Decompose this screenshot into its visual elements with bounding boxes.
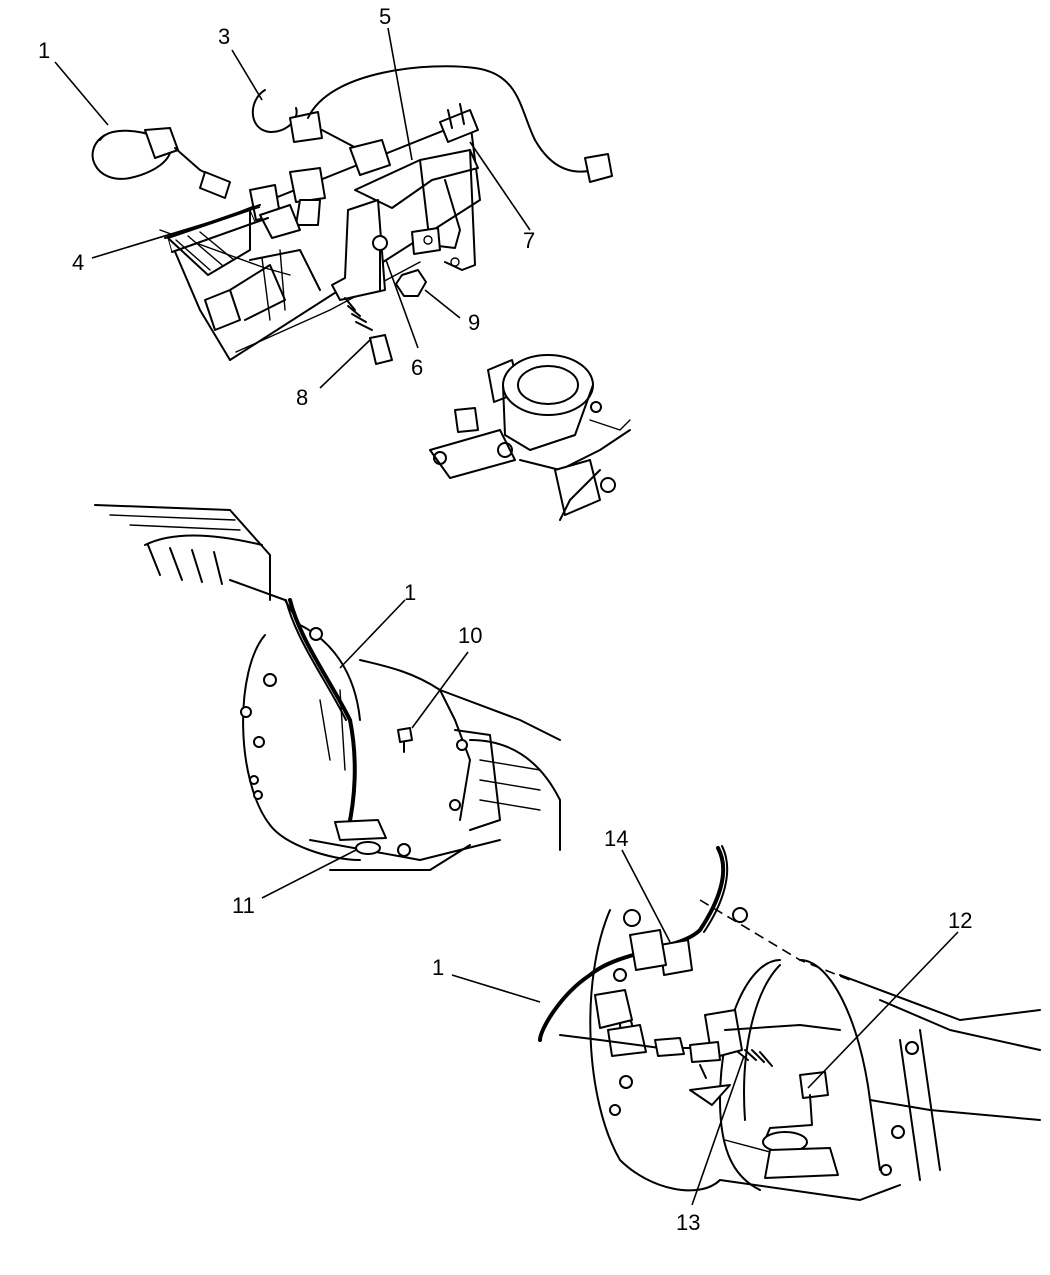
engine-throttle-cable-assembly [91,65,631,521]
throttle-body [429,354,631,521]
callout-11: 11 [232,893,255,918]
callout-labels: 1 3 5 7 4 9 6 8 1 10 11 14 12 1 13 [38,4,972,1235]
callout-8: 8 [296,385,308,410]
callout-1-bottom: 1 [432,955,444,980]
callout-3: 3 [218,24,230,49]
callout-1-middle: 1 [404,580,416,605]
callout-9: 9 [468,310,480,335]
callout-5: 5 [379,4,391,29]
callout-4: 4 [72,250,84,275]
callout-12: 12 [948,908,972,933]
callout-14: 14 [604,826,628,851]
callout-7: 7 [523,228,535,253]
callout-13: 13 [676,1210,700,1235]
callout-6: 6 [411,355,423,380]
callout-10: 10 [458,623,482,648]
leader-lines [54,27,959,1206]
shift-linkage-assembly [538,845,1041,1201]
callout-1-top: 1 [38,38,50,63]
transmission-cable-routing [94,504,561,871]
